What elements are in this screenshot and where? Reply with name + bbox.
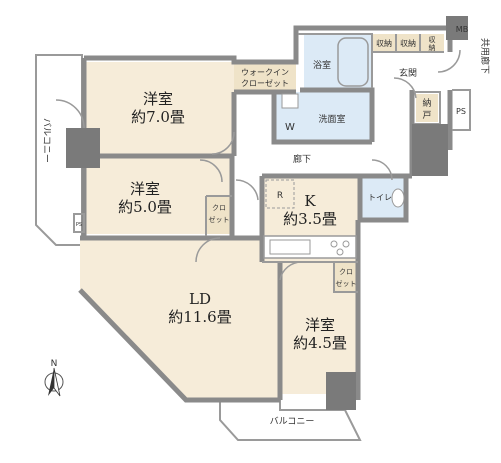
washroom-label: 洗面室 [318,113,345,125]
room-western1 [84,62,234,154]
common-corridor-label: 共用廊下 [479,38,491,74]
walkin-label-1: ウォークイン [241,68,289,77]
closet-w3-b: ゼット [336,279,357,288]
storage-label-3b: 納 [429,43,436,52]
stove-burner [330,240,338,248]
closet-w2-b: ゼット [209,215,230,224]
nando-a: 納 [422,97,431,109]
column-bottom [326,372,356,410]
ps-label: PS [456,107,466,116]
stove-burner [336,248,344,256]
toilet-label: トイレ [368,193,392,202]
western3-area: 約4.5畳 [293,334,347,352]
room-nando [416,94,438,122]
hallway-label: 廊下 [293,153,311,165]
bath-label: 浴室 [313,59,331,71]
closet-w3-a: クロ [339,268,353,276]
column-top [446,16,468,40]
nando-b: 戸 [422,110,431,121]
storage-label-1: 収納 [376,38,392,48]
storage-label-3a: 収 [429,36,436,44]
western1-name: 洋室 [143,90,173,108]
washer-label: W [285,122,295,133]
washbasin [281,93,299,109]
western2-name: 洋室 [130,180,160,198]
ps-small-label: PS [76,222,82,228]
balcony-bottom-label: バルコニー [270,416,315,427]
kitchen-name: K [304,192,316,210]
north-label: N [51,359,58,369]
western3-name: 洋室 [305,316,335,334]
ld-area: 約11.6畳 [168,308,231,326]
toilet-fixture [391,188,405,208]
room-storage-row [372,34,444,52]
ld-name: LD [189,290,211,308]
western1-area: 約7.0畳 [131,108,185,126]
kitchen-area: 約3.5畳 [283,210,337,228]
balcony-left-label: バルコニー [41,118,52,163]
bathtub [337,37,369,87]
refrigerator-space [265,179,295,209]
stove-burner [342,240,350,248]
north-arrow-icon-half [53,367,61,397]
western2-area: 約5.0畳 [118,198,172,216]
closet-w2-a: クロ [212,204,226,212]
compass: N [44,359,64,397]
mb-label: MB [456,25,468,34]
column-left [66,128,100,168]
room-walkin-closet [234,62,296,92]
door-swings [55,49,461,281]
walkin-label-2: クローゼット [241,78,289,88]
room-closet-w2 [206,196,232,234]
sink [269,239,311,255]
room-closet-w3 [334,262,358,292]
refrigerator-label: R [277,191,283,201]
room-ld [80,238,278,400]
north-arrow-icon [48,368,54,396]
column-right [412,124,448,176]
balcony-left-outline [35,54,83,246]
entrance-label: 玄関 [399,67,417,79]
storage-label-2: 収納 [400,38,416,48]
